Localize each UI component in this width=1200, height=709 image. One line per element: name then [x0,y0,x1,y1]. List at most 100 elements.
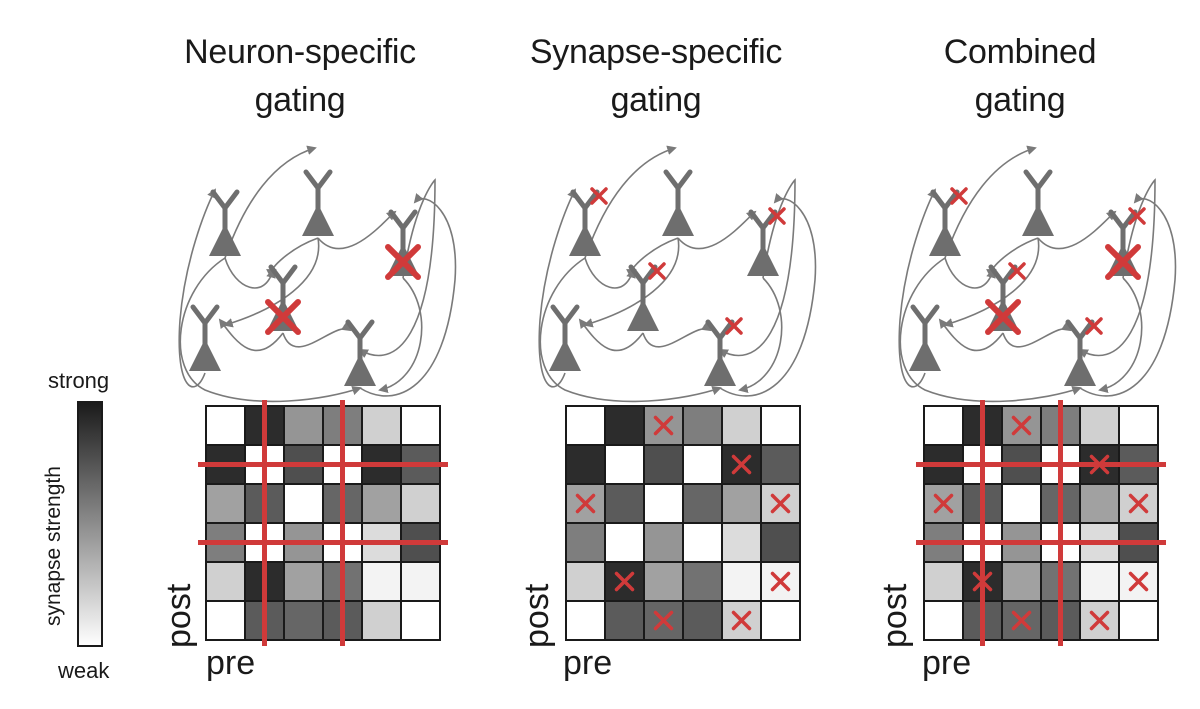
matrix-cell [361,561,402,602]
matrix-cell [400,483,441,524]
pre-axis-label-3: pre [922,644,972,682]
red-x-icon [575,493,596,514]
connection-arrow [944,145,1037,259]
neuron-gate-x-icon [265,299,301,335]
neuron-gate-x-icon [385,244,421,280]
connection-arrow [1079,193,1177,397]
connection-arrow [1002,321,1072,348]
matrix-cell [682,522,723,563]
connectivity-matrix [916,400,1166,646]
matrix-cell [643,561,684,602]
red-x-icon [731,610,752,631]
connectivity-matrix [198,400,448,646]
connection-arrow [178,188,216,388]
synapse-gate-x-icon [590,187,608,205]
synapse-gate-x-icon [950,187,968,205]
matrix-cell [682,483,723,524]
red-x-icon [731,454,752,475]
connection-arrow [944,257,996,289]
matrix-cell [760,405,801,446]
connection-arrow [642,321,712,348]
pre-axis-label-1: pre [206,644,256,682]
connection-arrow [282,321,352,348]
red-x-icon [1128,493,1149,514]
connection-arrow [378,277,423,394]
pyramidal-neuron-icon [209,189,241,256]
red-x-icon [972,571,993,592]
title-line-1: Synapse-specific [529,33,783,71]
matrix-cell [923,405,964,446]
matrix-cell [283,405,324,446]
pyramidal-neuron-icon [569,187,608,256]
matrix-cell [283,561,324,602]
matrix-cell [565,600,606,641]
red-x-icon [1128,571,1149,592]
matrix-cell [361,600,402,641]
matrix-cell [923,561,964,602]
synapse-gate-x-icon [1128,207,1146,225]
pyramidal-neuron-icon [929,187,968,256]
connection-arrow [584,257,636,289]
matrix-cell [643,444,684,485]
connection-arrow [1098,277,1143,394]
legend-strong-label: strong [48,368,110,393]
neuron-gate-x-icon [1105,244,1141,280]
synapse-gate-x-icon [725,317,743,335]
connection-arrow [224,145,317,259]
matrix-cell [1118,405,1159,446]
network-diagram [538,145,817,403]
pyramidal-neuron-icon [189,304,221,371]
red-x-icon [1011,610,1032,631]
matrix-cell [1001,483,1042,524]
matrix-cell [604,405,645,446]
red-x-icon [933,493,954,514]
matrix-cell [760,522,801,563]
matrix-cell [400,561,441,602]
matrix-cell [283,483,324,524]
matrix-cell [361,405,402,446]
panel-title-synapse: Synapse-specific gating [476,28,836,124]
connection-arrow [583,237,680,328]
connection-arrow [898,188,936,388]
neuron-gate-x-icon [985,299,1021,335]
title-line-2: gating [610,81,702,119]
panel-title-neuron: Neuron-specific gating [120,28,480,124]
legend-weak-label: weak [58,658,110,683]
connection-arrow [223,237,320,328]
connection-arrow [224,257,276,289]
matrix-cell [721,483,762,524]
matrix-cell [682,444,723,485]
connectivity-matrix [565,405,801,641]
network-diagram [898,145,1177,403]
pyramidal-neuron-icon [1022,169,1054,236]
legend-axis-label: synapse strength [42,466,65,626]
pyramidal-neuron-icon [265,264,301,335]
post-axis-label-2: post [518,583,556,648]
matrix-cell [682,600,723,641]
matrix-cell [721,405,762,446]
matrix-cell [1118,600,1159,641]
connection-arrow [359,193,457,397]
pyramidal-neuron-icon [985,262,1026,335]
matrix-cell [760,444,801,485]
connection-arrow [538,188,576,388]
matrix-cell [1001,561,1042,602]
post-axis-label-1: post [160,583,198,648]
connection-arrow [738,277,783,394]
pyramidal-neuron-icon [549,304,581,371]
title-line-1: Combined [943,33,1097,71]
red-x-icon [1089,454,1110,475]
matrix-cell [604,483,645,524]
pyramidal-neuron-icon [344,319,376,386]
connection-arrow [539,257,722,403]
network-diagram [178,145,457,403]
connection-arrow [1037,210,1117,250]
pyramidal-neuron-icon [704,317,743,386]
matrix-cell [643,483,684,524]
pre-axis-label-2: pre [563,644,613,682]
matrix-cell [565,522,606,563]
post-axis-label-3: post [876,583,914,648]
matrix-cell [682,405,723,446]
matrix-cell [682,561,723,602]
